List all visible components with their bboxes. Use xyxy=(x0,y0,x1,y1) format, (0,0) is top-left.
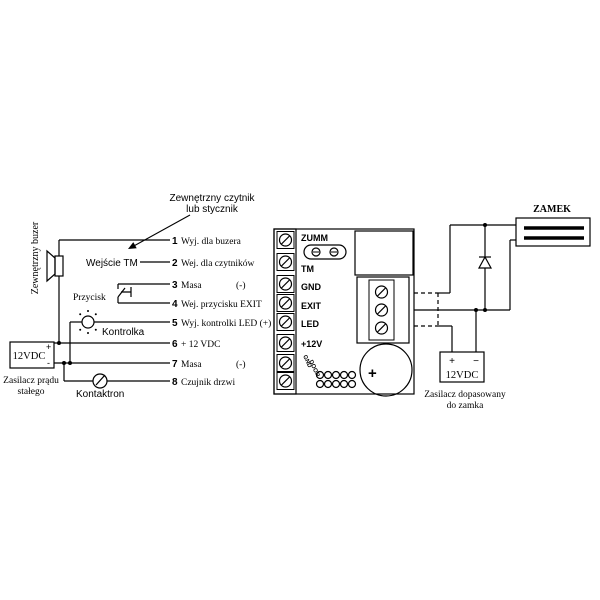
terminal-labels: 1 Wyj. dla buzera 2 Wej. dla czytników 3… xyxy=(172,236,271,388)
right-psu-caption-line1: Zasilacz dopasowany xyxy=(424,390,506,400)
board-buzzer-label: ZUMM xyxy=(301,233,328,243)
board-screw-terminal xyxy=(276,294,295,312)
board-capacitor xyxy=(359,343,413,397)
left-psu-box xyxy=(9,341,55,369)
buzzer-label: Zewnętrzny buzer xyxy=(30,221,41,294)
right-psu-minus: − xyxy=(473,356,479,367)
external-buzzer-symbol xyxy=(46,249,64,283)
terminal-suffix: (-) xyxy=(236,359,246,370)
left-psu-voltage: 12VDC xyxy=(13,351,46,362)
reader-arrow-head xyxy=(128,242,137,249)
board-capacitor-sign: + xyxy=(368,365,377,382)
terminal-label: + 12 VDC xyxy=(181,340,221,350)
board-pin-label-exit: EXIT xyxy=(301,301,322,311)
indicator-led-symbol xyxy=(79,310,97,334)
terminal-suffix: (-) xyxy=(236,280,246,291)
terminal-number: 3 xyxy=(172,280,178,291)
button-label: Przycisk xyxy=(73,293,106,303)
left-psu-caption-line2: stałego xyxy=(18,387,45,397)
board-relay-terminal-block xyxy=(356,276,410,344)
reader-arrow-line xyxy=(131,214,191,248)
board-screw-terminal xyxy=(276,253,295,271)
terminal-number: 4 xyxy=(172,299,178,310)
board-buzzer-component xyxy=(303,244,347,260)
board-screw-terminal xyxy=(276,313,295,331)
terminal-number: 7 xyxy=(172,359,178,370)
indicator-label: Kontrolka xyxy=(102,327,145,338)
board-terminal-strip xyxy=(273,228,297,395)
terminal-number: 8 xyxy=(172,377,178,388)
terminal-label: Wej. dla czytników xyxy=(181,259,255,269)
reed-switch-label: Kontaktron xyxy=(76,389,124,400)
board-screw-terminal xyxy=(276,334,295,352)
flyback-diode-symbol xyxy=(477,223,493,312)
right-psu-plus: + xyxy=(449,356,455,367)
board-outline xyxy=(273,228,415,395)
board-pin-label-gnd: GND xyxy=(301,282,322,292)
electromagnetic-lock-symbol xyxy=(515,217,591,247)
reader-label-line2: lub stycznik xyxy=(186,204,239,215)
push-button-symbol xyxy=(117,284,132,303)
right-psu-box xyxy=(439,351,485,383)
left-psu-caption-line1: Zasilacz prądu xyxy=(3,376,59,386)
reed-switch-symbol xyxy=(92,373,108,389)
board-screw-terminal xyxy=(276,231,295,249)
controller-board: ZUMM TM GND EXIT LED +12V GND DOOR + xyxy=(273,228,415,397)
terminal-number: 6 xyxy=(172,339,178,350)
left-psu-plus: + xyxy=(46,342,51,352)
board-small-pin-label-door: DOOR xyxy=(307,359,320,378)
terminal-label: Wyj. dla buzera xyxy=(181,237,242,247)
terminal-label: Masa xyxy=(181,281,202,291)
board-pin-label-12v: +12V xyxy=(301,339,322,349)
terminal-label: Wej. przycisku EXIT xyxy=(181,300,262,310)
terminal-number: 1 xyxy=(172,236,178,247)
board-small-pin-label-gnd: GND xyxy=(301,354,312,369)
tm-input-label: Wejście TM xyxy=(86,258,138,269)
terminal-number: 2 xyxy=(172,258,178,269)
lock-label: ZAMEK xyxy=(533,204,571,215)
junction-dot xyxy=(62,361,66,365)
board-pin-header xyxy=(315,370,357,389)
terminal-label: Masa xyxy=(181,360,202,370)
left-psu-minus: - xyxy=(47,358,50,368)
junction-dot xyxy=(474,308,478,312)
board-pin-label-tm: TM xyxy=(301,264,314,274)
board-screw-terminal xyxy=(276,275,295,293)
junction-dot xyxy=(68,361,72,365)
board-screw-terminal xyxy=(276,372,295,390)
board-relay xyxy=(354,230,414,276)
board-screw-terminal xyxy=(276,354,295,372)
junction-dot xyxy=(57,341,61,345)
board-pin-label-led: LED xyxy=(301,319,320,329)
right-psu-caption-line2: do zamka xyxy=(447,401,484,411)
terminal-label: Wyj. kontrolki LED (+) xyxy=(181,318,271,329)
reader-label-line1: Zewnętrzny czytnik xyxy=(169,193,255,204)
right-psu-voltage: 12VDC xyxy=(446,370,479,381)
terminal-number: 5 xyxy=(172,318,178,329)
terminal-label: Czujnik drzwi xyxy=(181,378,235,388)
